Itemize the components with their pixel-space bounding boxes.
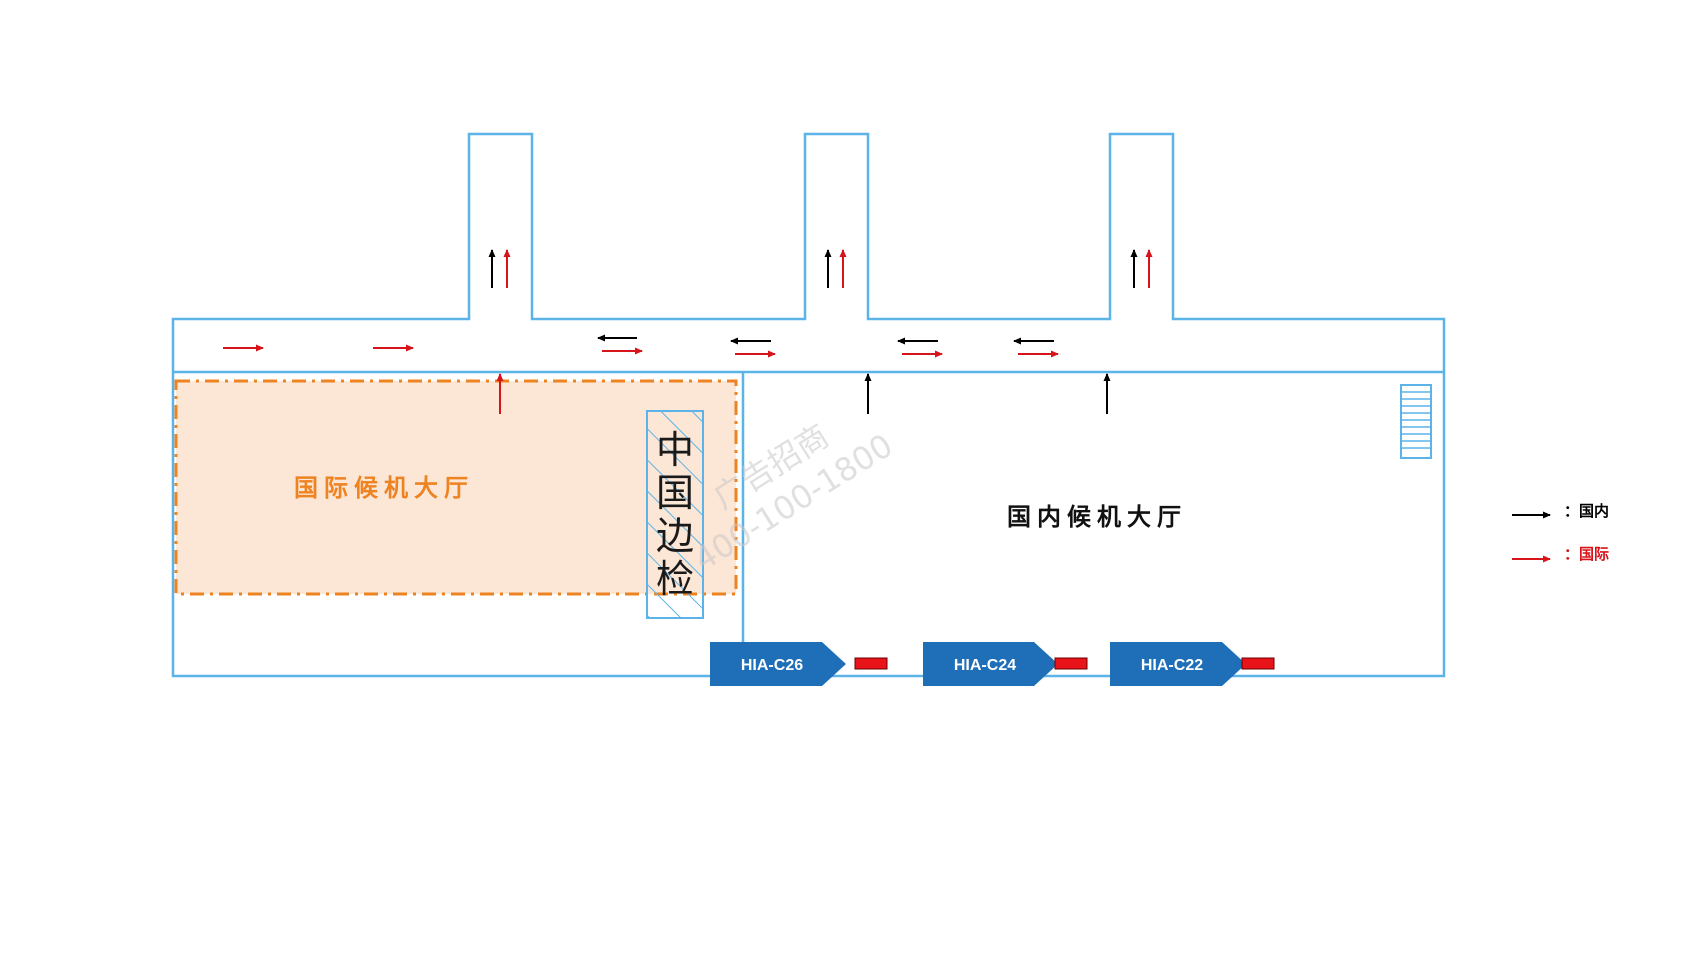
building-outline	[171, 132, 1446, 678]
stairs-icon	[1400, 384, 1432, 459]
gate-hia-c24: HIA-C24	[923, 642, 1058, 686]
border-control-char: 国	[656, 471, 694, 515]
international-hall-zone	[174, 379, 738, 596]
gate-label: HIA-C22	[1141, 657, 1203, 674]
border-control-char: 中	[656, 428, 694, 472]
gate-label: HIA-C24	[954, 657, 1016, 674]
gate-label: HIA-C26	[741, 657, 803, 674]
border-control: 中 国 边 检	[646, 410, 704, 619]
border-control-char: 边	[656, 514, 694, 558]
ad-position-marker	[854, 657, 888, 670]
gate-hia-c26: HIA-C26	[710, 642, 846, 686]
legend-label-domestic: ：国内	[1564, 502, 1609, 520]
domestic-hall-label: 国内候机大厅	[1007, 503, 1187, 531]
gate-hia-c22: HIA-C22	[1110, 642, 1246, 686]
ad-position-marker	[1241, 657, 1275, 670]
border-control-char: 检	[656, 557, 694, 601]
legend: ：国内 ：国际	[1512, 502, 1609, 563]
ad-position-marker	[1054, 657, 1088, 670]
international-hall-label: 国际候机大厅	[294, 474, 474, 502]
legend-label-international: ：国际	[1564, 545, 1609, 563]
